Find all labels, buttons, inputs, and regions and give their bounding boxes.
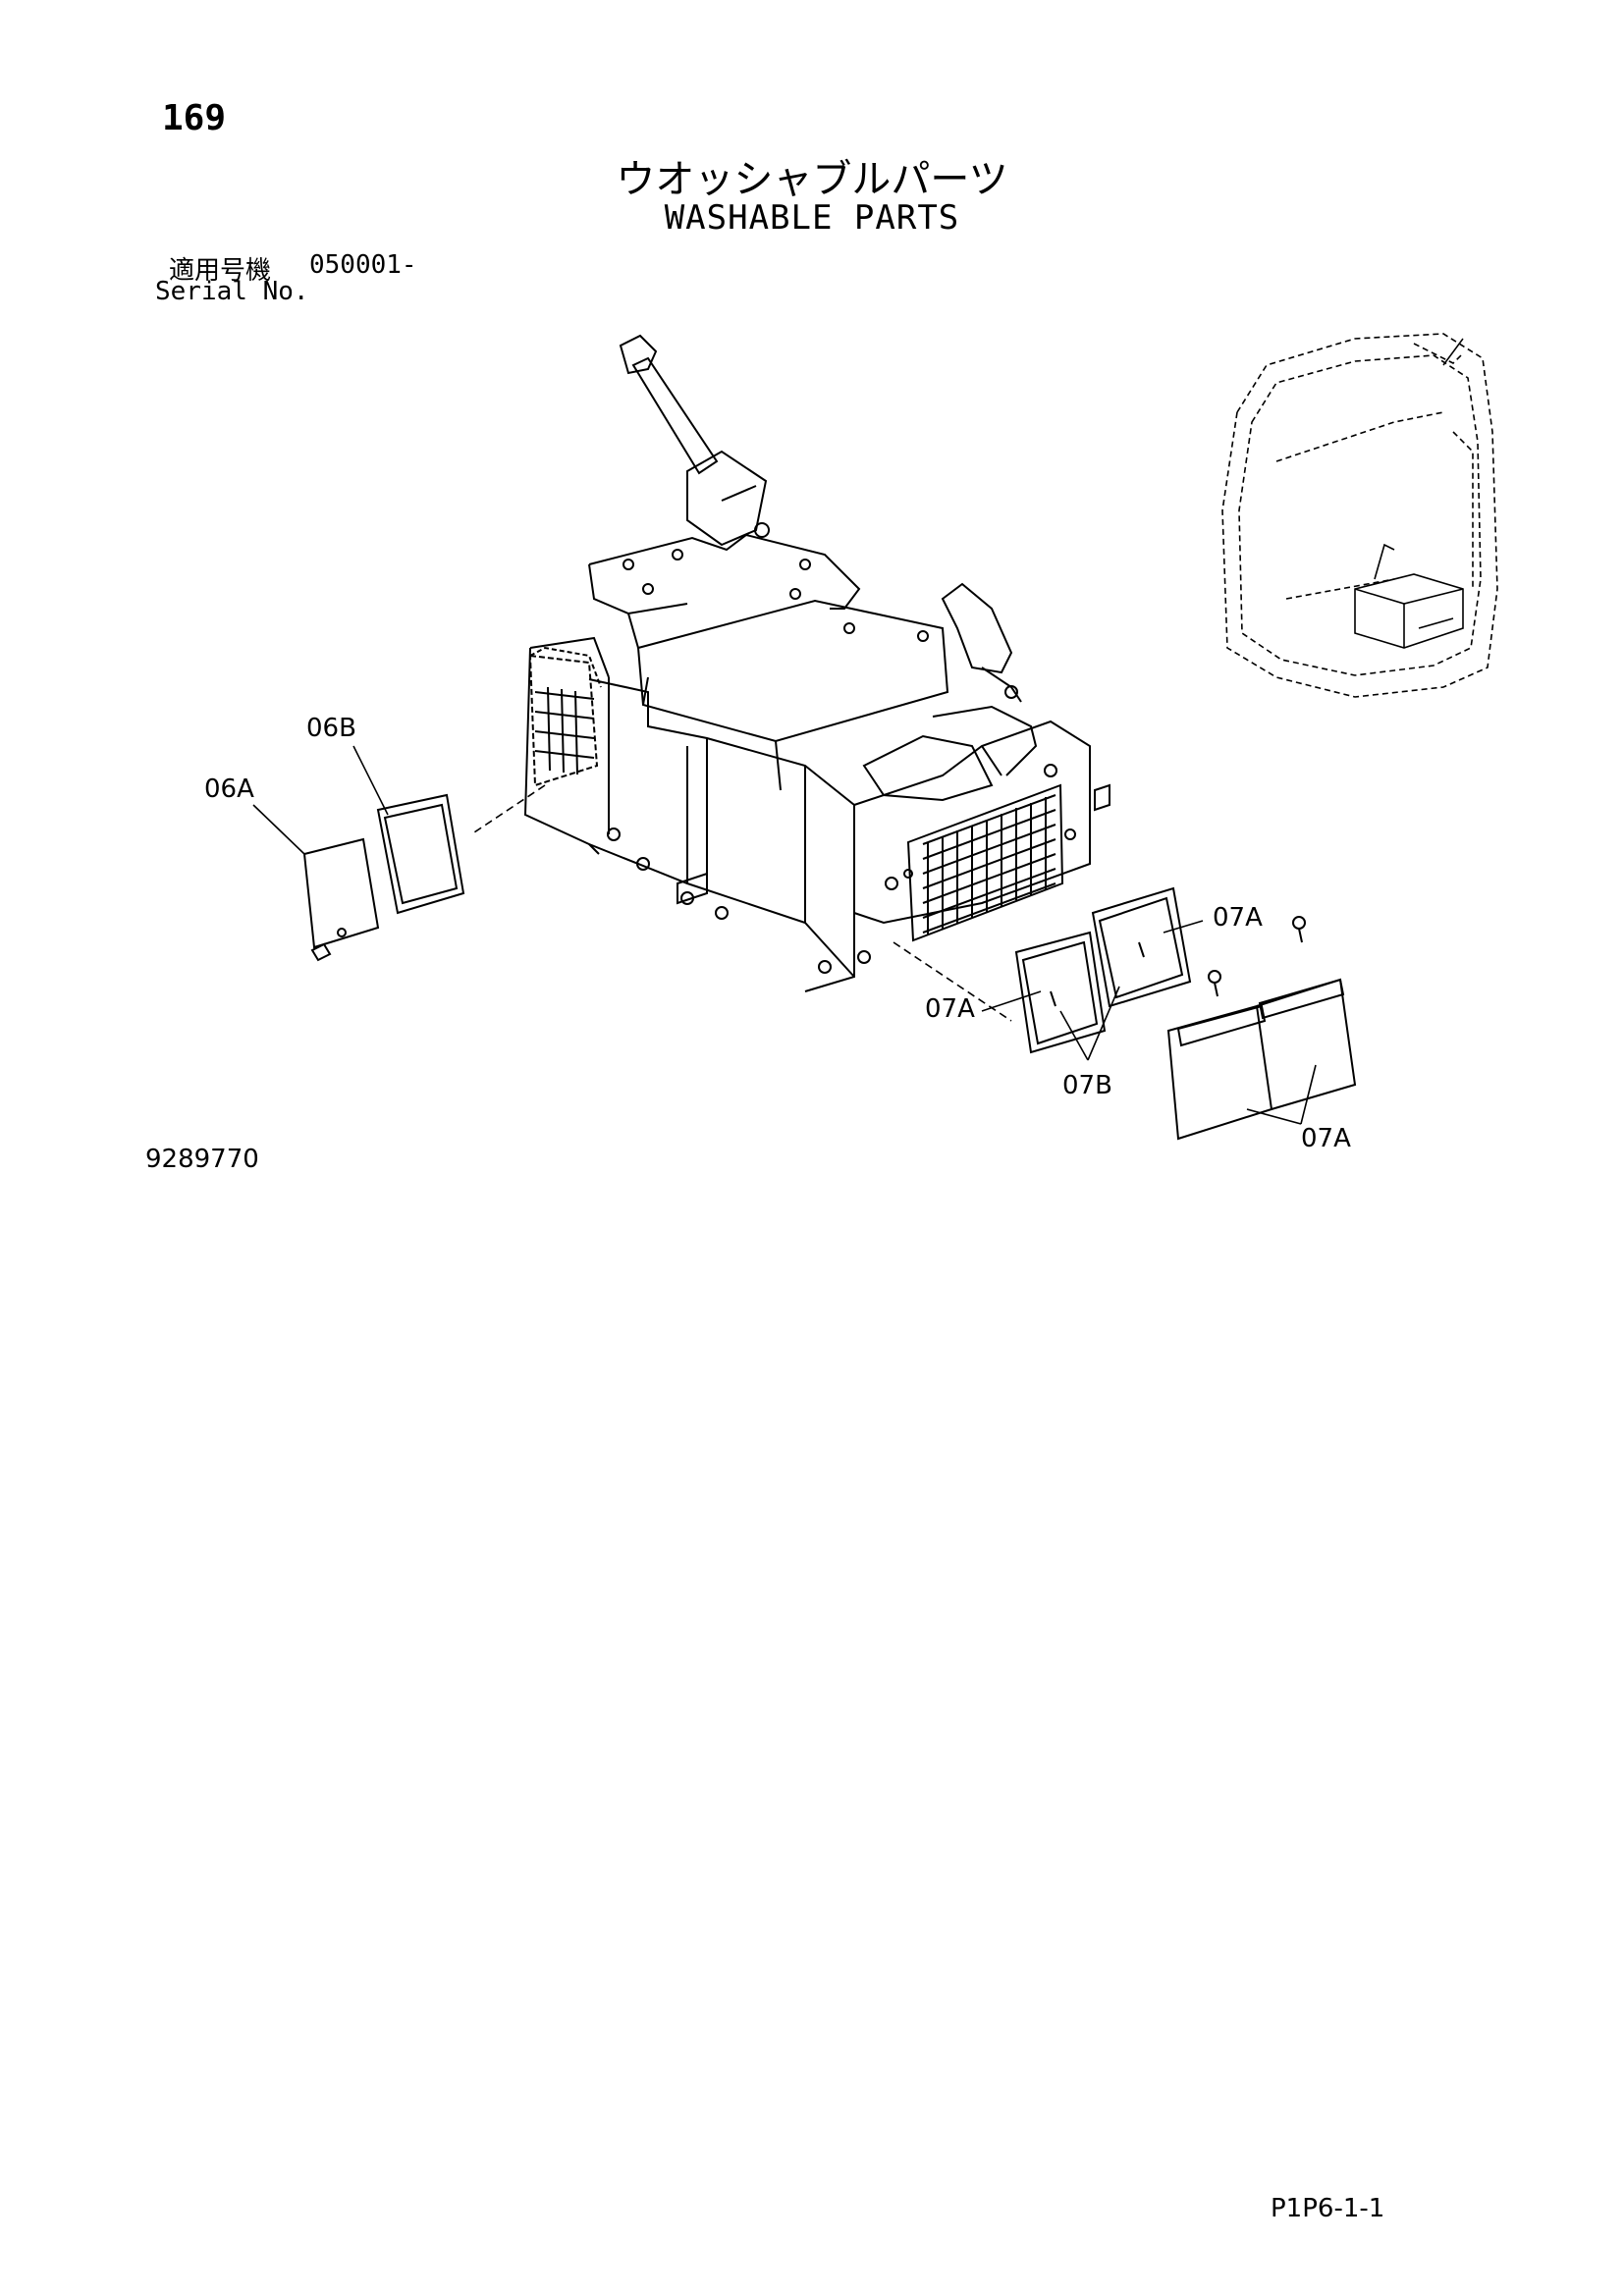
title-english: WASHABLE PARTS (664, 198, 960, 238)
cab-outline (1221, 333, 1498, 698)
part-06A-cover (302, 837, 380, 962)
callout-leaders (252, 745, 1317, 1125)
page-code: P1P6-1-1 (1271, 2194, 1385, 2223)
part-06B-gasket (376, 793, 465, 915)
main-unit (470, 334, 1110, 1022)
callout-07A-bottom: 07A (1301, 1124, 1351, 1153)
serial-label-english: Serial No. (155, 277, 309, 306)
title-japanese: ウオッシャブルパーツ (616, 157, 1008, 202)
callout-07A-top: 07A (1213, 903, 1263, 933)
callout-07B: 07B (1062, 1071, 1112, 1100)
cab-console-detail (1354, 543, 1464, 649)
drawing-number: 9289770 (145, 1145, 259, 1174)
cab-leader (1442, 338, 1464, 366)
part-07A-covers (1166, 916, 1357, 1141)
page-number: 169 (162, 98, 227, 138)
part-07B-gaskets (1014, 886, 1192, 1054)
serial-number-value: 050001- (309, 250, 417, 280)
callout-07A-left: 07A (925, 994, 975, 1024)
callout-06A: 06A (204, 774, 254, 804)
serial-label-japanese: 適用号機 (169, 256, 272, 286)
callout-06B: 06B (306, 714, 356, 743)
